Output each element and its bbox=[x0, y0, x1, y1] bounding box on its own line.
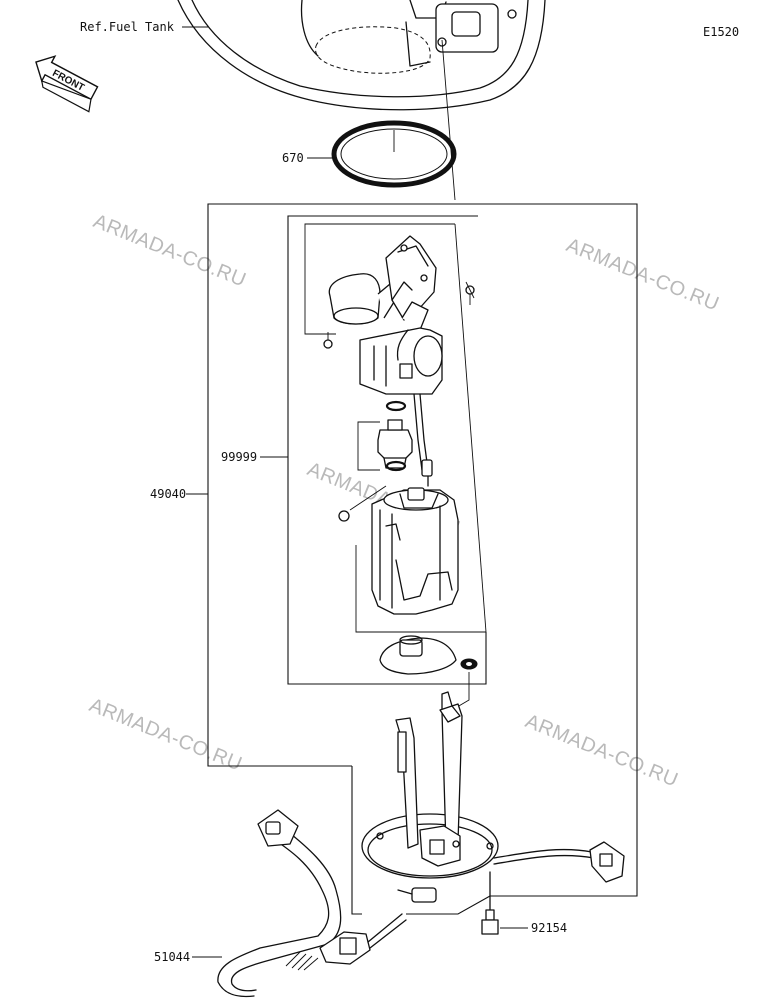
small-screw-left bbox=[323, 332, 333, 349]
fuel-pressure-regulator bbox=[328, 235, 437, 331]
subassembly-frame-99999 bbox=[287, 215, 487, 685]
pump-housing-upper bbox=[359, 327, 443, 395]
fuel-tank bbox=[177, 0, 546, 201]
wiring-harness bbox=[493, 841, 625, 883]
line-connector bbox=[421, 459, 433, 477]
diagram-code: E1520 bbox=[703, 25, 739, 39]
fuel-hose bbox=[217, 809, 407, 998]
guide-bracket-filter bbox=[357, 421, 380, 471]
assembly-frame-lower bbox=[351, 766, 491, 915]
small-screw bbox=[465, 281, 475, 305]
guide-bracket-top bbox=[304, 223, 455, 335]
watermark: ARMADA-CO.RU bbox=[522, 710, 681, 791]
filter-element bbox=[377, 419, 413, 469]
pump-lower-cover bbox=[379, 635, 457, 675]
o-ring-upper bbox=[385, 400, 407, 412]
gasket-ring bbox=[331, 120, 457, 188]
part-label-gasket: 670 bbox=[282, 151, 304, 165]
fuel-pump-body bbox=[371, 487, 459, 615]
fuel-line-parallel bbox=[413, 393, 423, 471]
guide-line-seal bbox=[451, 672, 470, 711]
pump-base-plate bbox=[361, 691, 499, 903]
watermark: ARMADA-CO.RU bbox=[90, 210, 249, 291]
guide-bracket-pump bbox=[355, 545, 486, 633]
watermark: ARMADA-CO.RU bbox=[86, 694, 245, 775]
watermark: ARMADA-CO.RU bbox=[563, 234, 722, 315]
assembly-frame-49040 bbox=[207, 203, 638, 897]
part-label-pump-assy: 49040 bbox=[150, 487, 186, 501]
part-label-bolt: 92154 bbox=[531, 921, 567, 935]
part-label-pump-subassy: 99999 bbox=[221, 450, 257, 464]
guide-line-right bbox=[454, 223, 487, 633]
part-label-hose: 51044 bbox=[154, 950, 190, 964]
pump-screw bbox=[338, 485, 387, 522]
bolt bbox=[481, 871, 499, 935]
front-arrow-icon: FRONT bbox=[35, 55, 99, 113]
fuel-line bbox=[419, 393, 429, 487]
o-ring-lower bbox=[385, 460, 407, 472]
ref-fuel-tank-label: Ref.Fuel Tank bbox=[80, 20, 175, 34]
